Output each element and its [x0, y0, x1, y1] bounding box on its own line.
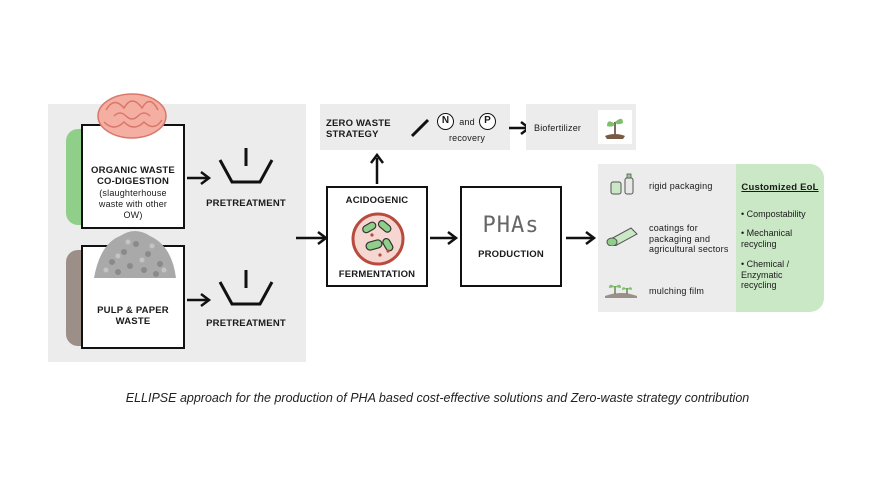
output-rigid-packaging: rigid packaging [649, 181, 713, 191]
and-label: and [459, 117, 475, 127]
pulp-pile-icon [94, 231, 176, 278]
arrow-right-icon [430, 231, 459, 245]
hopper-icon [218, 148, 274, 184]
hopper-icon [218, 270, 274, 306]
figure-caption: ELLIPSE approach for the production of P… [125, 391, 750, 405]
output-mulching-film: mulching film [649, 286, 705, 296]
output-coatings: coatings for packaging and agricultural … [649, 223, 729, 254]
fermentation-top-label: ACIDOGENIC [345, 195, 409, 206]
arrow-right-icon [187, 293, 212, 307]
plant-hand-icon [605, 118, 625, 139]
pretreatment-label-1: PRETREATMENT [206, 198, 286, 209]
pha-production-box [460, 186, 562, 287]
pretreatment-label-2: PRETREATMENT [206, 318, 286, 329]
slash-icon [410, 118, 430, 138]
eol-item: • Mechanical recycling [741, 228, 793, 249]
production-label: PRODUCTION [478, 249, 544, 260]
intestine-icon [97, 93, 167, 139]
biofertilizer-label: Biofertilizer [534, 123, 582, 133]
organic-waste-note: (slaughterhouse waste with other OW) [98, 188, 168, 220]
bacteria-icon [351, 212, 405, 266]
organic-waste-box [81, 124, 185, 229]
pulp-waste-title: PULP & PAPER WASTE [97, 305, 169, 327]
seedling-icon [605, 284, 637, 298]
eol-item: • Compostability [741, 209, 806, 219]
nitrogen-icon: N [437, 113, 454, 130]
pha-symbol: PHAs [482, 213, 540, 238]
arrow-right-icon [566, 231, 597, 245]
eol-item: • Chemical / Enzymatic recycling [741, 259, 790, 290]
bottle-icon [610, 173, 634, 195]
zero-waste-title: ZERO WASTE STRATEGY [326, 118, 391, 140]
eol-panel [736, 164, 824, 312]
film-roll-icon [606, 227, 638, 246]
eol-title: Customized EoL [741, 182, 819, 193]
zero-waste-panel [320, 104, 510, 150]
fermentation-bottom-label: FERMENTATION [338, 269, 416, 280]
arrow-up-icon [370, 152, 384, 184]
organic-waste-title: ORGANIC WASTE CO-DIGESTION [91, 165, 175, 187]
phosphorus-icon: P [479, 113, 496, 130]
arrow-right-icon [187, 171, 212, 185]
recovery-label: recovery [448, 133, 486, 143]
arrow-right-icon [296, 231, 329, 245]
